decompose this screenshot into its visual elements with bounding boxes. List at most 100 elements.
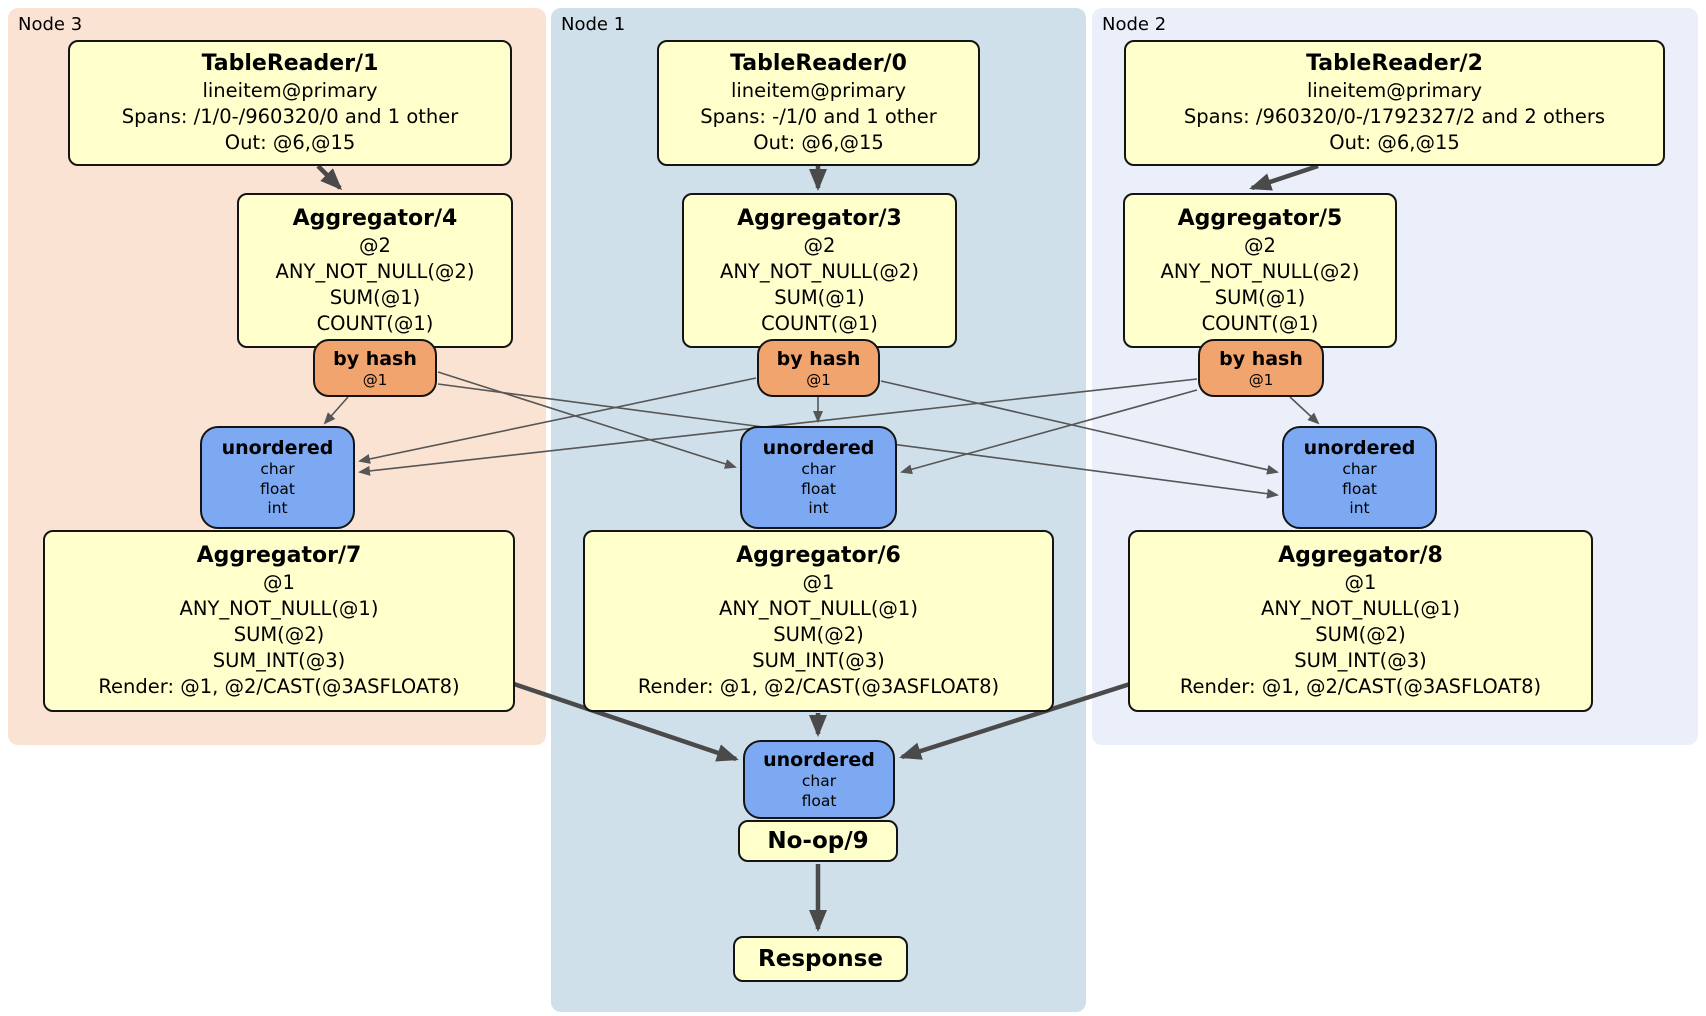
- edge-hashright-syncright: [1289, 396, 1320, 425]
- sync-item: float: [260, 479, 295, 498]
- sync-item: char: [1342, 460, 1377, 479]
- response-box: Response: [733, 936, 908, 982]
- box-line: Spans: /960320/0-/1792327/2 and 2 others: [1183, 105, 1606, 128]
- box-line: COUNT(@1): [316, 311, 434, 335]
- box-title: Aggregator/4: [292, 205, 458, 231]
- box-title: TableReader/0: [730, 51, 907, 76]
- region-label-node1: Node 1: [561, 14, 626, 35]
- box-title: TableReader/1: [201, 51, 379, 76]
- unordered-sync-center: unordered char float int: [740, 426, 897, 529]
- unordered-sync-right: unordered char float int: [1282, 426, 1437, 529]
- sync-item: int: [267, 499, 288, 518]
- edge-hashright-synccenter: [900, 389, 1198, 475]
- box-line: SUM(@1): [1214, 285, 1306, 309]
- unordered-sync-final: unordered char float: [743, 740, 895, 819]
- router-key: @1: [362, 370, 388, 389]
- edge-agg8-syncfinal: [899, 681, 1131, 760]
- router-title: by hash: [333, 347, 417, 370]
- box-line: COUNT(@1): [1201, 311, 1319, 335]
- box-title: Aggregator/6: [736, 543, 901, 568]
- sync-item: float: [801, 479, 836, 498]
- aggregator-8-box: Aggregator/8 @1 ANY_NOT_NULL(@1) SUM(@2)…: [1128, 530, 1593, 712]
- edge-hashcenter-syncleft: [358, 377, 757, 464]
- box-line: ANY_NOT_NULL(@1): [719, 597, 918, 620]
- sync-title: unordered: [762, 437, 875, 460]
- hash-router-center: by hash @1: [757, 339, 880, 397]
- box-line: Spans: /1/0-/960320/0 and 1 other: [121, 105, 459, 128]
- tablereader-2-box: TableReader/2 lineitem@primary Spans: /9…: [1124, 40, 1665, 166]
- noop-9-box: No-op/9: [738, 820, 898, 862]
- box-line: lineitem@primary: [202, 79, 378, 102]
- edge-hashcenter-syncright: [880, 380, 1279, 475]
- aggregator-6-box: Aggregator/6 @1 ANY_NOT_NULL(@1) SUM(@2)…: [583, 530, 1054, 712]
- thick-edges: [316, 163, 1319, 932]
- sync-item: int: [808, 499, 829, 518]
- router-title: by hash: [1219, 347, 1303, 370]
- box-line: SUM_INT(@3): [1294, 649, 1427, 672]
- edge-agg7-syncfinal: [513, 681, 739, 762]
- box-line: SUM(@1): [774, 285, 865, 309]
- box-line: @2: [803, 233, 836, 257]
- edge-hashleft-synccenter: [437, 371, 737, 469]
- tablereader-1-box: TableReader/1 lineitem@primary Spans: /1…: [68, 40, 512, 166]
- box-title: TableReader/2: [1306, 51, 1483, 76]
- box-title: Aggregator/3: [737, 205, 902, 231]
- sync-item: char: [801, 460, 836, 479]
- box-line: ANY_NOT_NULL(@2): [275, 259, 475, 283]
- box-line: lineitem@primary: [1306, 79, 1483, 102]
- box-line: COUNT(@1): [761, 311, 878, 335]
- edge-hashleft-syncleft: [323, 396, 349, 425]
- box-line: lineitem@primary: [730, 79, 907, 102]
- box-line: ANY_NOT_NULL(@1): [1261, 597, 1460, 620]
- sync-title: unordered: [221, 437, 334, 460]
- edge-hashright-syncleft: [358, 378, 1198, 476]
- router-key: @1: [806, 370, 831, 389]
- box-line: ANY_NOT_NULL(@2): [1160, 259, 1360, 283]
- region-label-node2: Node 2: [1102, 14, 1167, 35]
- box-line: SUM(@1): [329, 285, 421, 309]
- router-key: @1: [1248, 370, 1274, 389]
- sync-item: float: [1342, 479, 1377, 498]
- box-line: Spans: -/1/0 and 1 other: [700, 105, 937, 128]
- tablereader-0-box: TableReader/0 lineitem@primary Spans: -/…: [657, 40, 980, 166]
- region-label-node3: Node 3: [18, 14, 83, 35]
- box-line: Out: @6,@15: [753, 131, 884, 154]
- aggregator-4-box: Aggregator/4 @2 ANY_NOT_NULL(@2) SUM(@1)…: [237, 193, 513, 348]
- sync-item: char: [260, 460, 295, 479]
- box-line: Render: @1, @2/CAST(@3ASFLOAT8): [98, 675, 460, 698]
- hash-router-right: by hash @1: [1198, 339, 1324, 397]
- aggregator-5-box: Aggregator/5 @2 ANY_NOT_NULL(@2) SUM(@1)…: [1123, 193, 1397, 348]
- aggregator-3-box: Aggregator/3 @2 ANY_NOT_NULL(@2) SUM(@1)…: [682, 193, 957, 348]
- unordered-sync-left: unordered char float int: [200, 426, 355, 529]
- edge-tr2-agg5: [1249, 163, 1319, 191]
- box-line: @2: [1244, 233, 1276, 257]
- box-title: Aggregator/5: [1177, 205, 1343, 231]
- edge-tr1-agg4: [316, 164, 343, 191]
- aggregator-7-box: Aggregator/7 @1 ANY_NOT_NULL(@1) SUM(@2)…: [43, 530, 515, 712]
- box-line: Out: @6,@15: [1329, 131, 1460, 154]
- box-line: ANY_NOT_NULL(@2): [720, 259, 919, 283]
- box-title: Aggregator/8: [1278, 543, 1443, 568]
- sync-item: int: [1349, 499, 1370, 518]
- sync-title: unordered: [763, 749, 875, 771]
- thin-edges: [323, 371, 1320, 499]
- box-line: SUM(@2): [1315, 623, 1406, 646]
- box-title: Aggregator/7: [196, 543, 362, 568]
- box-line: Out: @6,@15: [224, 131, 356, 154]
- box-line: Render: @1, @2/CAST(@3ASFLOAT8): [637, 675, 1000, 698]
- box-line: SUM(@2): [773, 623, 864, 646]
- box-title: Response: [758, 946, 883, 972]
- hash-router-left: by hash @1: [313, 339, 437, 397]
- sync-item: char: [801, 772, 837, 790]
- box-line: SUM_INT(@3): [212, 649, 346, 672]
- router-title: by hash: [776, 347, 861, 370]
- box-line: Render: @1, @2/CAST(@3ASFLOAT8): [1179, 675, 1542, 698]
- box-line: SUM_INT(@3): [752, 649, 885, 672]
- box-line: @2: [359, 233, 391, 257]
- box-line: @1: [1344, 571, 1377, 594]
- box-line: ANY_NOT_NULL(@1): [179, 597, 379, 620]
- box-line: SUM(@2): [233, 623, 325, 646]
- box-line: @1: [802, 571, 835, 594]
